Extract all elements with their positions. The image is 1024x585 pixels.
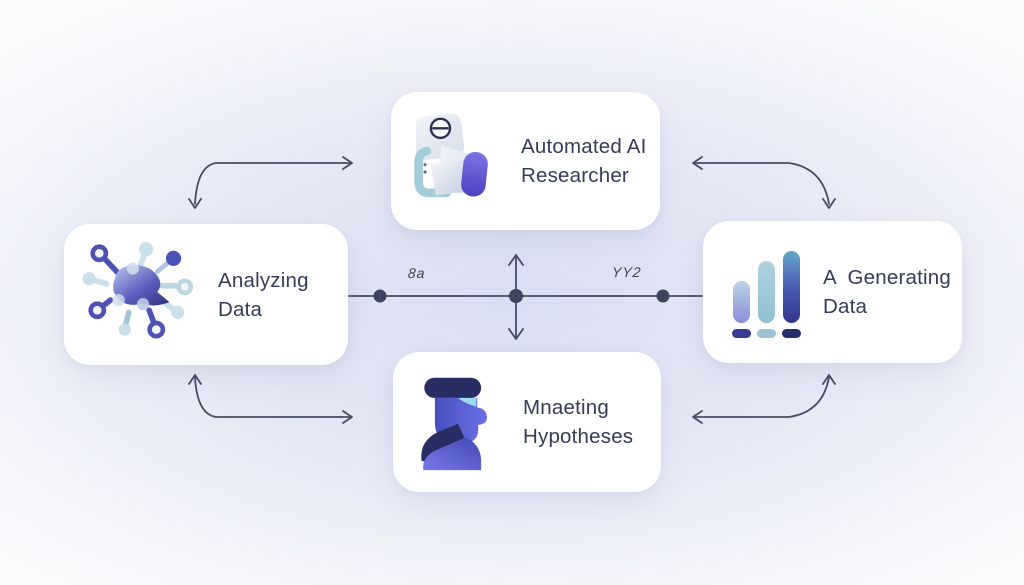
connector-dot-right bbox=[656, 289, 670, 303]
arrowhead-right-icon bbox=[342, 410, 353, 424]
node-label-line: Mnaeting bbox=[523, 396, 609, 419]
arrow-bottom-left bbox=[188, 374, 353, 424]
node-automated-ai-researcher: Automated AI Researcher bbox=[391, 92, 660, 230]
node-label: Automated AI Researcher bbox=[521, 132, 646, 190]
arrowhead-up-icon bbox=[508, 254, 524, 266]
arrowhead-left-icon bbox=[692, 410, 703, 424]
node-label: A Generating Data bbox=[823, 263, 951, 321]
node-label-line: Researcher bbox=[521, 164, 629, 187]
arrowhead-down-icon bbox=[822, 198, 836, 209]
arrow-top-right bbox=[692, 156, 836, 209]
node-label: Mnaeting Hypotheses bbox=[523, 393, 633, 451]
arrowhead-down-icon bbox=[188, 198, 202, 209]
robot-researcher-icon bbox=[405, 109, 505, 214]
node-label-line: Automated AI bbox=[521, 135, 647, 158]
arrowhead-right-icon bbox=[342, 156, 353, 170]
node-generating-data: A Generating Data bbox=[703, 221, 962, 363]
arrow-bottom-right bbox=[692, 374, 836, 424]
connector-label-right: YY2 bbox=[611, 264, 643, 280]
connector-dot-center bbox=[509, 289, 523, 303]
node-label-line: Data bbox=[218, 297, 263, 321]
molecule-network-icon bbox=[80, 239, 202, 351]
node-label-line: Analyzing bbox=[218, 268, 309, 292]
arrow-top-left bbox=[188, 156, 353, 209]
arrowhead-left-icon bbox=[692, 156, 703, 170]
node-label-line: A Generating bbox=[823, 266, 951, 289]
node-label-line: Data bbox=[823, 295, 868, 318]
arrowhead-up-icon bbox=[188, 374, 202, 385]
connector-dot-left bbox=[373, 289, 387, 303]
arrowhead-down-icon bbox=[508, 328, 524, 340]
node-analyzing-data: Analyzing Data bbox=[64, 224, 348, 365]
bar-chart-icon bbox=[727, 245, 807, 339]
connector-dots bbox=[373, 289, 670, 303]
arrowhead-up-icon bbox=[822, 374, 836, 385]
node-label-line: Hypotheses bbox=[523, 425, 634, 448]
person-profile-icon bbox=[409, 370, 507, 474]
node-label: Analyzing Data bbox=[218, 266, 309, 324]
vertical-double-arrow bbox=[508, 254, 524, 340]
connector-label-left: 8a bbox=[407, 265, 427, 281]
node-hypotheses: Mnaeting Hypotheses bbox=[393, 352, 661, 492]
